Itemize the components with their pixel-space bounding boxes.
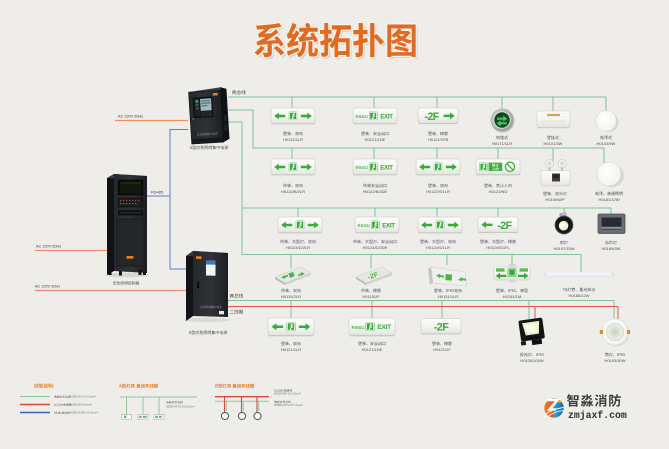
- svg-text:H0122/B/2DE: H0122/B/2DE: [363, 189, 388, 194]
- svg-text:WDZN-RYS-2×1.5mm²: WDZN-RYS-2×1.5mm²: [274, 403, 303, 407]
- svg-text:H0121/1DE: H0121/1DE: [365, 137, 386, 142]
- svg-text:H0121/1DE: H0121/1DE: [362, 347, 383, 352]
- svg-text:WDZN-RYS-2×1.5mm²: WDZN-RYS-2×1.5mm²: [70, 395, 97, 399]
- svg-text:AC 220V 50Hz: AC 220V 50Hz: [35, 285, 60, 289]
- svg-text:H0124/S/1LR: H0124/S/1LR: [426, 245, 450, 250]
- svg-text:H0121/1F: H0121/1F: [433, 347, 451, 352]
- svg-text:H0121/1LR: H0121/1LR: [281, 347, 301, 352]
- svg-text:WDZN-RYS-2×2.5mm²: WDZN-RYS-2×2.5mm²: [166, 404, 195, 408]
- svg-text:-2F: -2F: [367, 271, 380, 281]
- svg-text:H0105/100W: H0105/100W: [520, 358, 544, 363]
- svg-text:H0103/5W: H0103/5W: [597, 141, 616, 146]
- svg-text:zmjaxf.com: zmjaxf.com: [568, 410, 627, 421]
- svg-text:H0115/2LR: H0115/2LR: [281, 294, 301, 299]
- svg-text:H0124/D/2DE: H0124/D/2DE: [363, 245, 388, 250]
- svg-text:RS485: RS485: [151, 190, 164, 195]
- svg-text:WDZN-BV-2×4mm²: WDZN-BV-2×4mm²: [70, 403, 93, 407]
- svg-text:H0124/S/1FL: H0124/S/1FL: [486, 245, 510, 250]
- svg-text:H0171/1LR: H0171/1LR: [492, 141, 512, 146]
- svg-text:AC 220V 50Hz: AC 220V 50Hz: [118, 115, 143, 119]
- svg-text:H0197/15W: H0197/15W: [553, 246, 574, 251]
- svg-text:H0115/2F: H0115/2F: [362, 294, 380, 299]
- svg-text:H0122/B/2LR: H0122/B/2LR: [281, 189, 305, 194]
- svg-text:H0190/WP: H0190/WP: [545, 197, 565, 202]
- svg-text:EXIT: EXIT: [377, 324, 391, 331]
- svg-text:H0124/D/2LR: H0124/D/2LR: [286, 245, 310, 250]
- svg-text:H0193/30W: H0193/30W: [604, 358, 625, 363]
- svg-text:H0151/1LR: H0151/1LR: [438, 294, 458, 299]
- svg-text:H0131/1LR: H0131/1LR: [283, 137, 303, 142]
- svg-text:H0186/12W: H0186/12W: [568, 293, 589, 298]
- svg-text:H0189/5W: H0189/5W: [602, 246, 621, 251]
- svg-text:H0101/3W: H0101/3W: [544, 141, 563, 146]
- svg-text:H0151/1M: H0151/1M: [503, 294, 521, 299]
- svg-text:H0181/12W: H0181/12W: [598, 197, 619, 202]
- svg-text:WDZN-BV-2×1.5mm²: WDZN-BV-2×1.5mm²: [274, 392, 301, 396]
- svg-text:AC 220V 50Hz: AC 220V 50Hz: [36, 245, 61, 249]
- svg-text:H0122/S/1LR: H0122/S/1LR: [426, 189, 450, 194]
- svg-text:H0121/1FB: H0121/1FB: [428, 137, 449, 142]
- svg-text:WDZN-RVSP-2×1.5mm²: WDZN-RVSP-2×1.5mm²: [70, 411, 98, 415]
- svg-text:H0122/ND: H0122/ND: [489, 189, 508, 194]
